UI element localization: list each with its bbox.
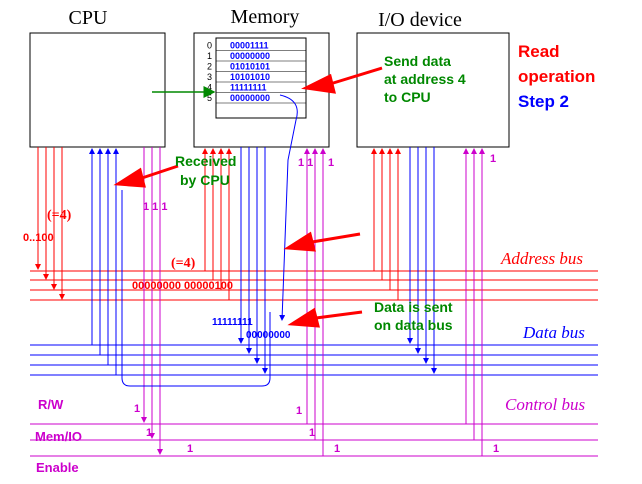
enable-line-label: Enable (36, 460, 79, 475)
io-control-bit: 1 (490, 153, 496, 165)
io-box (356, 32, 510, 148)
address-bus (30, 270, 598, 301)
memory-address-label: 5 (207, 93, 212, 103)
rw-line-label: R/W (38, 397, 64, 412)
memory-control-bits: 1 1 (298, 157, 313, 169)
io-address-lines (371, 148, 401, 300)
red-pointer-arrows (113, 66, 383, 328)
io-control-lines (463, 148, 485, 456)
memory-address-label: 1 (207, 51, 212, 61)
memory-cell-value: 10101010 (230, 72, 270, 82)
enable-bit-memory: 1 (334, 443, 340, 455)
address-bus-label: Address bus (500, 249, 583, 268)
bus-address-value: 00000000 00000100 (132, 280, 233, 292)
control-bus-label: Control bus (505, 395, 586, 414)
memory-box (193, 32, 330, 148)
memory-cell-value: 11111111 (230, 83, 267, 93)
memory-address-label: 3 (207, 72, 212, 82)
cpu-address-equals: (=4) (47, 208, 72, 223)
pointer-arrow-bus-icon (283, 231, 361, 252)
cpu-data-lines (89, 148, 119, 375)
data-return-path (121, 190, 271, 387)
send-annotation-line1: Send data (384, 53, 451, 69)
enable-bit-io: 1 (493, 443, 499, 455)
memio-bit-cpu: 1 (146, 427, 152, 439)
cpu-address-bits: 0..100 (23, 232, 54, 244)
data-bus-value-top: 11111111 (212, 317, 253, 328)
pointer-arrow-cpu-icon (113, 164, 179, 188)
memory-address-label: 0 (207, 41, 212, 51)
io-data-lines (407, 147, 437, 374)
memory-label: Memory (231, 6, 300, 28)
data-bus-label: Data bus (522, 323, 585, 342)
memio-line-label: Mem/IO (35, 429, 82, 444)
sent-annotation-line1: Data is sent (374, 299, 453, 315)
rw-bit-cpu: 1 (134, 403, 140, 415)
send-annotation-line2: at address 4 (384, 71, 466, 87)
cpu-box (29, 32, 166, 148)
enable-bit-cpu: 1 (187, 443, 193, 455)
memory-cell-value: 00000000 (230, 51, 270, 61)
cpu-control-lines (141, 147, 163, 455)
operation-label-line2: operation (518, 67, 595, 86)
bus-address-equals: (=4) (171, 256, 196, 271)
memory-cell-value: 00001111 (230, 41, 269, 51)
io-label: I/O device (378, 9, 462, 31)
data-bus (30, 344, 598, 376)
memory-cell-value: 01010101 (230, 62, 270, 72)
memory-control-bit-3: 1 (328, 157, 334, 169)
pointer-arrow-memory-icon (301, 66, 383, 94)
memory-cell-value: 00000000 (230, 93, 270, 103)
sent-annotation-line2: on data bus (374, 317, 453, 333)
send-annotation-line3: to CPU (384, 89, 431, 105)
cpu-label: CPU (69, 7, 108, 29)
memory-data-lines (238, 147, 268, 374)
memory-control-lines (304, 148, 326, 456)
rw-bit-memory: 1 (296, 405, 302, 417)
operation-label-line1: Read (518, 42, 560, 61)
received-annotation-line1: Received (175, 153, 236, 169)
pointer-arrow-data-icon (287, 307, 363, 328)
memory-address-label: 2 (207, 62, 212, 72)
data-flow-path (279, 94, 298, 321)
data-bus-value-bottom: 00000000 (246, 330, 291, 341)
step-label: Step 2 (518, 92, 569, 111)
received-annotation-line2: by CPU (180, 172, 230, 188)
cpu-address-lines (35, 147, 65, 300)
memio-bit-memory: 1 (309, 427, 315, 439)
memory-address-label: 4 (207, 83, 212, 93)
cpu-control-bits: 1 1 1 (143, 201, 167, 213)
memory-address-lines (202, 148, 232, 300)
control-bus (30, 423, 598, 457)
